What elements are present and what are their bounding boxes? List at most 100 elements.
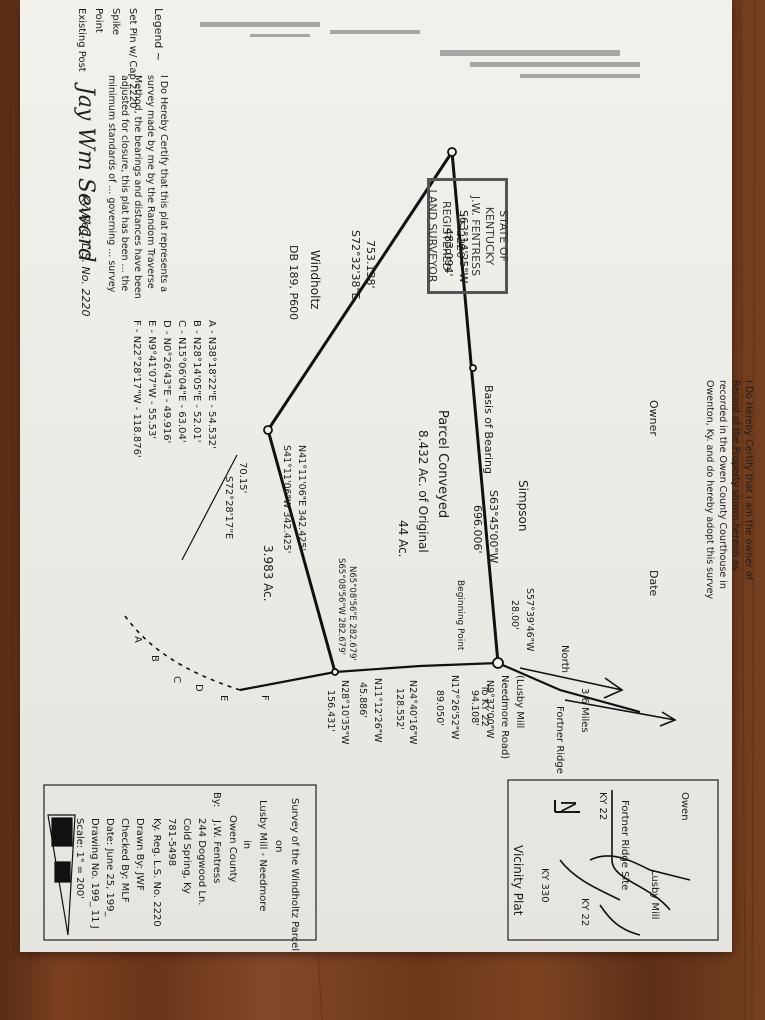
- toner-smudge: [200, 22, 640, 78]
- basis-bearing: S63°45'00"W: [487, 490, 500, 564]
- road-distance-5: 156.431': [325, 690, 336, 732]
- miles-label: 3.6 Miles: [579, 688, 590, 733]
- title-block-checked: Checked By: MLF: [119, 818, 130, 903]
- legend-item: Set Pin w/ Cap 2220: [127, 8, 138, 109]
- title-block-scale: Scale: 1" = 200': [74, 818, 85, 899]
- interior-line-bearing-2: S65°08'56"W 282.679': [336, 558, 346, 655]
- surveyor-registration: Ky. Reg. L.S. No. 2220: [79, 195, 92, 317]
- title-block-drawn: Drawn By: JWF: [134, 818, 145, 891]
- distance-top-line: 753.138': [364, 240, 377, 289]
- call-table-row: C - N15°06'04"E - 63.04': [176, 320, 187, 443]
- vicinity-roads: [559, 790, 691, 936]
- north-label: North: [559, 645, 570, 673]
- road-distance-2: 89.050': [434, 690, 445, 726]
- legend-item: Point: [93, 8, 104, 33]
- road-left-dashed: [124, 615, 241, 691]
- title-block-phone: 781-5498: [166, 818, 177, 867]
- point-e-label: E: [218, 695, 229, 702]
- offset-line: [181, 454, 238, 561]
- call-table-row: A - N38°18'22"E - 54.532': [206, 320, 217, 449]
- beginning-point-label: Beginning Point: [455, 580, 465, 651]
- surveyor-certification: I Do Hereby Certify that this plat repre…: [106, 75, 169, 299]
- parcel-conveyed-label: Parcel Conveyed: [435, 410, 450, 519]
- call-table-row: E - N9°41'07"W - 55.53': [146, 320, 157, 440]
- road-name-2: Needmore Road): [499, 675, 510, 760]
- deed-book-label: DB 189, P600: [287, 245, 300, 321]
- legend-title: Legend ~: [152, 8, 165, 62]
- road-bearing-4: N11°12'26"W: [372, 678, 383, 743]
- legend-item: Spike: [110, 8, 121, 36]
- title-block-date: Date: June 25, 199_: [104, 818, 115, 917]
- simpson-label: Simpson: [516, 480, 530, 532]
- road-distance-4: 45.886': [357, 682, 368, 718]
- bearing-top-line: S72°32'38"E: [349, 230, 362, 300]
- call-table-row: D - N0°26'43"E - 49.916': [161, 320, 172, 444]
- basis-of-bearing-label: Basis of Bearing: [482, 385, 495, 474]
- point-f-label: F: [259, 695, 270, 701]
- title-block-title: Survey of the Windholtz Parcel: [289, 798, 300, 952]
- original-area-label: 44 Ac.: [396, 520, 410, 558]
- interior-line-bearing-3: N41°11'06"E 342.425': [296, 445, 307, 552]
- road-bearing-5: N28°10'35"W: [339, 680, 350, 745]
- title-block-on: on: [273, 840, 284, 853]
- vicinity-frame: [507, 779, 719, 941]
- vicinity-ky330-label: KY 330: [539, 868, 550, 903]
- windholtz-label: Windholtz: [308, 250, 322, 310]
- call-table-row: F - N22°28'17"W - 118.876': [131, 320, 142, 458]
- vicinity-owen-label: Owen: [679, 792, 690, 821]
- title-block-county: Owen County: [227, 815, 238, 883]
- road-name-1: (Lusby Mill: [514, 675, 525, 729]
- owner-certification: I Do Hereby Certify that I am the owner …: [704, 380, 754, 600]
- remainder-area-label: 3.983 Ac.: [261, 545, 275, 602]
- road-distance-1: 94.108': [469, 690, 480, 726]
- vicinity-north: [554, 800, 580, 813]
- vicinity-site-label: Fortner Ridge Site: [619, 800, 630, 891]
- bearing-left-line: S63°14'25"W: [457, 210, 470, 284]
- road-centerline: [239, 661, 641, 714]
- owner-label: Owner: [647, 400, 660, 436]
- road-bearing-1: N9°37'00"W: [484, 680, 495, 739]
- north-arrow: [519, 667, 624, 699]
- call-table-row: B - N28°14'05"E - 52.01': [191, 320, 202, 443]
- vicinity-title: Vicinity Plat: [511, 845, 525, 916]
- title-block-in: in: [241, 840, 252, 850]
- ky22-arrow: [564, 699, 677, 727]
- vicinity-ky22-label-a: KY 22: [579, 898, 590, 927]
- survey-plat-paper: [20, 0, 732, 952]
- title-block-road: Lusby Mill - Needmore: [257, 800, 268, 912]
- point-a-label: A: [132, 636, 143, 643]
- vicinity-north-label: N: [556, 800, 580, 815]
- distance-left-line: 483.094': [442, 228, 455, 277]
- offset-bearing: S72°28'17"E: [223, 476, 234, 540]
- title-block-address2: Cold Spring, Ky: [181, 818, 192, 894]
- legend-item: Existing Post: [76, 8, 87, 72]
- s-corner-bearing: S57°39'46"W: [524, 588, 535, 652]
- road-bearing-2: N17°26'52"W: [449, 675, 460, 740]
- stamp-line-5: LAND SURVEYOR: [425, 189, 439, 283]
- road-fortner-ridge: Fortner Ridge: [554, 706, 565, 774]
- vicinity-lusby-label: Lusby Mill: [649, 870, 660, 920]
- title-block-address1: 244 Dogwood Ln.: [196, 818, 207, 906]
- title-block-reg: Ky. Reg. L.S. No. 2220: [151, 818, 162, 927]
- parcel-area-label: 8.432 Ac. of Original: [416, 430, 430, 553]
- scale-bar: [47, 814, 76, 936]
- title-block-by: By:: [211, 792, 222, 808]
- interior-line-bearing-1: N65°08'56"E 282.679': [347, 566, 357, 661]
- interior-line-bearing-4: S41°11'06"W 342.425': [281, 445, 292, 554]
- point-b-label: B: [149, 655, 160, 662]
- point-d-label: D: [193, 684, 204, 692]
- offset-distance: 70.15': [237, 462, 248, 494]
- basis-distance: 696.006': [471, 505, 484, 554]
- corner-points: [263, 147, 504, 676]
- parcel-boundary: [266, 151, 500, 673]
- title-block-surveyor: J.W. Fentress: [211, 820, 222, 884]
- title-block-frame: [43, 784, 317, 941]
- road-bearing-3: N24°40'16"W: [407, 680, 418, 745]
- point-c-label: C: [171, 676, 182, 683]
- date-label: Date: [647, 570, 660, 597]
- title-block-drawing: Drawing No. 199_ 11 J: [89, 818, 100, 929]
- road-distance-3: 128.552': [394, 688, 405, 730]
- stamp-line-1: STATE OF KENTUCKY: [483, 206, 511, 266]
- vicinity-ky22-label-b: KY 22: [597, 792, 608, 821]
